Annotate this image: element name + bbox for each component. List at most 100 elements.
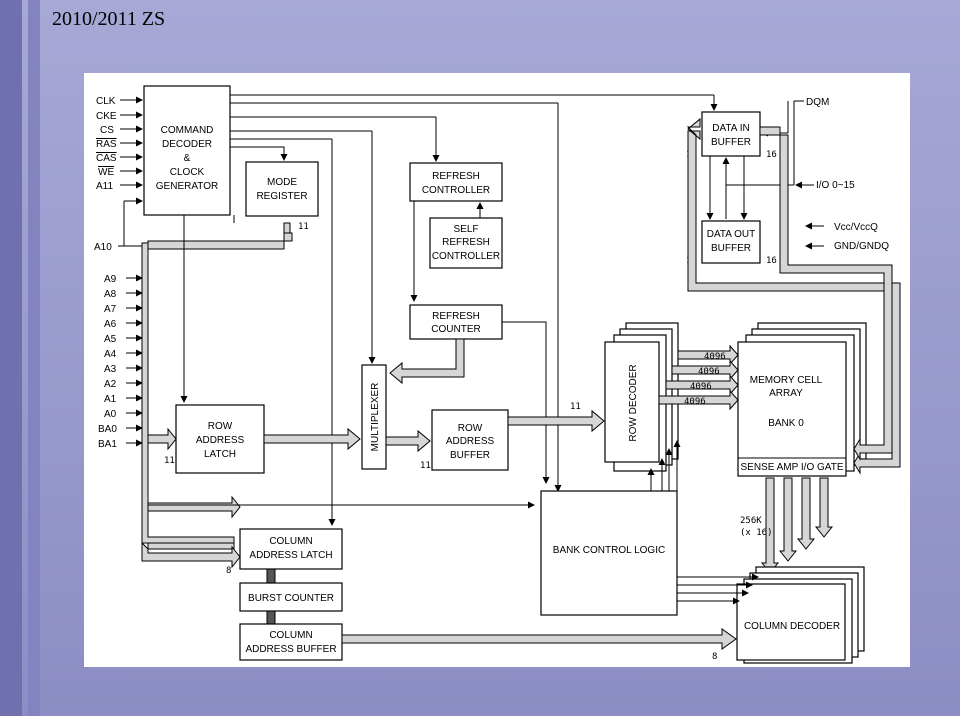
- svg-text:GENERATOR: GENERATOR: [156, 181, 218, 192]
- row-latch-label-3: LATCH: [204, 449, 236, 460]
- memory-cell-array-label-1: MEMORY CELL: [750, 375, 823, 386]
- latch-to-mux-bus: [263, 427, 361, 451]
- multiplexer-label: MULTIPLEXER: [370, 383, 381, 452]
- left-stripe-inner: [28, 0, 40, 716]
- column-latch-label-1: COLUMN: [269, 536, 312, 547]
- refresh-controller-label-2: CONTROLLER: [422, 185, 490, 196]
- column-address-buffer-block: [239, 623, 343, 661]
- dqm-label: DQM: [806, 97, 829, 108]
- svg-text:DECODER: DECODER: [162, 139, 212, 150]
- mode-register-block: [245, 161, 319, 217]
- pin-a7: A7: [104, 304, 117, 315]
- row-line-buses: [658, 344, 739, 411]
- pin-we: WE: [98, 167, 114, 178]
- row-buffer-label-2: ADDRESS: [446, 436, 495, 447]
- pin-a1: A1: [104, 394, 117, 405]
- sdram-block-diagram: CLK CKE CS RAS CAS WE A11 A10 A9 A8 A7 A…: [94, 85, 901, 664]
- pin-a5: A5: [104, 334, 117, 345]
- pin-a6: A6: [104, 319, 117, 330]
- row-address-buffer-block: [431, 409, 509, 471]
- mux-to-buffer-bus: [385, 429, 431, 453]
- bus-width-row-latch: 11: [164, 456, 175, 466]
- column-buffer-to-decoder-bus: [341, 628, 737, 650]
- row-lines-label-1: 4096: [704, 352, 726, 362]
- row-buffer-label-3: BUFFER: [450, 450, 490, 461]
- column-decoder-label: COLUMN DECODER: [744, 621, 840, 632]
- bus-width-row-buffer: 11: [420, 461, 431, 471]
- row-lines-label-4: 4096: [684, 397, 706, 407]
- vcc-label: Vcc/VccQ: [834, 222, 878, 233]
- memory-array-stack: [737, 322, 867, 477]
- pin-a9: A9: [104, 274, 117, 285]
- command-decoder-block: [143, 85, 231, 216]
- data-out-bus-loop: [759, 126, 893, 461]
- pin-ras: RAS: [96, 139, 117, 150]
- bank-label: BANK 0: [768, 418, 804, 429]
- pin-a3: A3: [104, 364, 117, 375]
- data-in-width-right: 16: [766, 150, 777, 160]
- column-latch-label-2: ADDRESS LATCH: [249, 550, 332, 561]
- bank-control-logic-block: [540, 490, 678, 616]
- pin-clk: CLK: [96, 96, 116, 107]
- burst-to-buffer-connector: [266, 610, 276, 626]
- row-buffer-label-1: ROW: [458, 423, 483, 434]
- left-stripe: [0, 0, 22, 716]
- row-decoder-label: ROW DECODER: [628, 364, 639, 441]
- burst-counter-label: BURST COUNTER: [248, 593, 334, 604]
- svg-text:COMMAND: COMMAND: [161, 125, 214, 136]
- pin-ba0: BA0: [98, 424, 117, 435]
- svg-text:CLOCK: CLOCK: [170, 167, 205, 178]
- self-refresh-label-3: CONTROLLER: [432, 251, 500, 262]
- column-buffer-label-2: ADDRESS BUFFER: [245, 644, 336, 655]
- decoder-output-lines: [148, 94, 718, 526]
- mode-register-label-1: MODE: [267, 177, 297, 188]
- data-out-buffer-block: [701, 220, 761, 264]
- pin-a0: A0: [104, 409, 117, 420]
- refresh-counter-label-2: COUNTER: [431, 324, 480, 335]
- pin-a8: A8: [104, 289, 117, 300]
- address-pins: A9 A8 A7 A6 A5 A4 A3 A2 A1 A0 BA0 BA1: [98, 274, 117, 450]
- data-out-label-2: BUFFER: [711, 243, 751, 254]
- buffer-to-decoder-bus: [507, 409, 605, 433]
- row-latch-label-2: ADDRESS: [196, 435, 245, 446]
- multiplexer-block: [361, 364, 387, 470]
- sense-to-column-buses: [760, 477, 834, 574]
- svg-text:&: &: [184, 153, 191, 164]
- slide-title: 2010/2011 ZS: [52, 8, 166, 30]
- refresh-counter-block: [409, 304, 503, 340]
- pin-a11: A11: [96, 181, 113, 192]
- sense-amp-label: SENSE AMP I/O GATE: [741, 462, 844, 473]
- bank-control-logic-label: BANK CONTROL LOGIC: [553, 545, 665, 556]
- row-address-latch-block: [175, 404, 265, 474]
- data-in-buffer-block: [701, 111, 761, 157]
- data-in-label-1: DATA IN: [712, 123, 749, 134]
- memory-cell-array-label-2: ARRAY: [769, 388, 803, 399]
- pin-a2: A2: [104, 379, 117, 390]
- bank-control-lines: [647, 440, 759, 605]
- row-lines-label-3: 4096: [690, 382, 712, 392]
- pin-ba1: BA1: [98, 439, 117, 450]
- bus-width-row-decoder: 11: [570, 402, 581, 412]
- row-lines-label-2: 4096: [698, 367, 720, 377]
- data-out-label-1: DATA OUT: [707, 229, 756, 240]
- refresh-controller-block: [409, 162, 503, 202]
- column-decoder-stack: [736, 566, 865, 664]
- pin-a10: A10: [94, 242, 112, 253]
- column-buffer-label-1: COLUMN: [269, 630, 312, 641]
- pin-a4: A4: [104, 349, 117, 360]
- pin-cs: CS: [100, 125, 114, 136]
- self-refresh-label-2: REFRESH: [442, 237, 490, 248]
- data-in-bus-loop: [686, 117, 901, 475]
- mode-register-label-2: REGISTER: [256, 191, 307, 202]
- io-label: I/O 0~15: [816, 180, 855, 191]
- self-refresh-controller-block: [429, 217, 503, 269]
- control-pin-arrows: [118, 96, 144, 447]
- pin-cke: CKE: [96, 111, 117, 122]
- refresh-counter-label-1: REFRESH: [432, 311, 480, 322]
- latch-to-burst-connector: [266, 568, 276, 584]
- row-latch-label-1: ROW: [208, 421, 233, 432]
- row-decoder-stack: [604, 322, 679, 472]
- refresh-to-mux-bus: [389, 338, 465, 385]
- burst-counter-block: [239, 582, 343, 612]
- column-address-latch-block: [239, 528, 343, 570]
